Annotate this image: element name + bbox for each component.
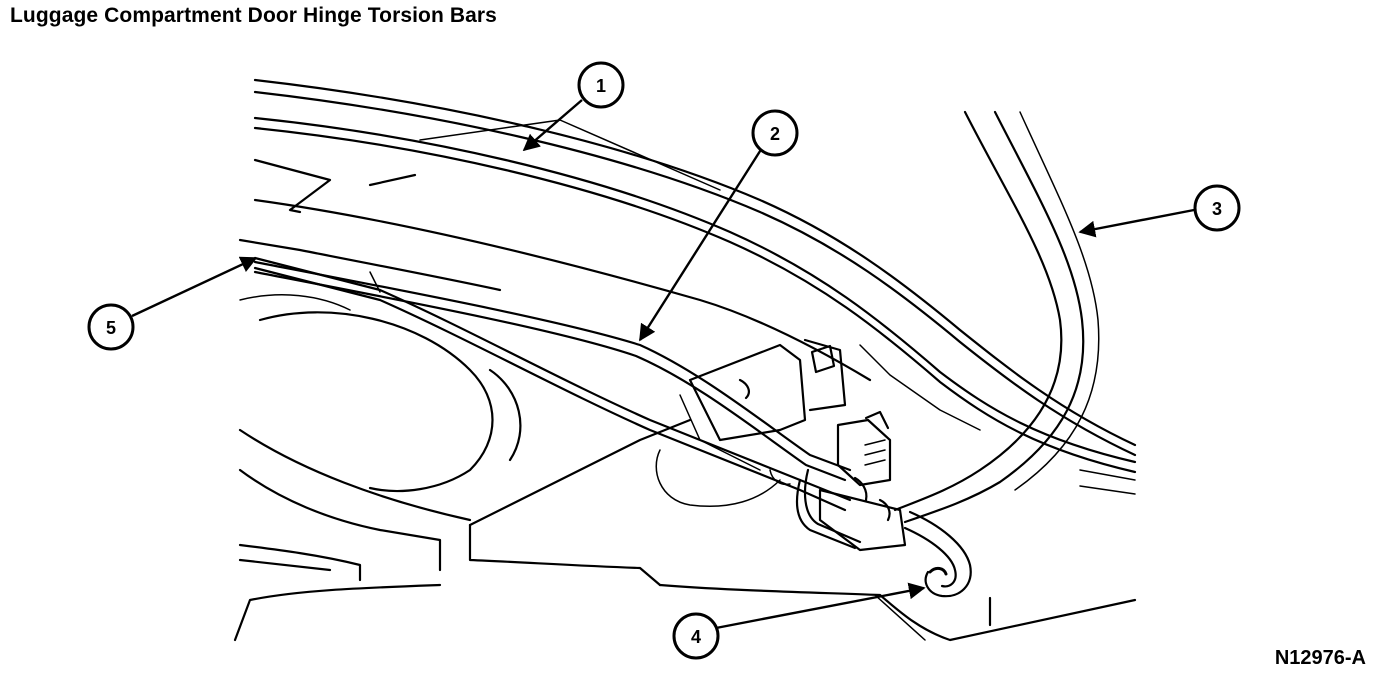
- diagram-title: Luggage Compartment Door Hinge Torsion B…: [10, 4, 497, 27]
- callout-2-label: 2: [770, 124, 780, 144]
- leader-2: [638, 147, 764, 342]
- leader-5: [131, 256, 258, 318]
- callout-1: 1: [577, 61, 625, 109]
- callout-3: 3: [1193, 184, 1241, 232]
- callout-2: 2: [751, 109, 799, 157]
- callout-1-label: 1: [596, 76, 606, 96]
- leader-1: [522, 99, 583, 152]
- callout-5: 5: [87, 303, 135, 351]
- callout-4: 4: [672, 612, 720, 660]
- hinge-assembly: [688, 338, 972, 598]
- figure-id: N12976-A: [1274, 647, 1366, 669]
- leader-4: [715, 582, 926, 630]
- luggage-door-panel: [238, 78, 1137, 495]
- torsion-bars: [253, 256, 862, 550]
- leader-3: [1078, 208, 1195, 238]
- lower-body-structure: [233, 294, 1137, 642]
- callout-3-label: 3: [1212, 199, 1222, 219]
- callout-4-label: 4: [691, 627, 701, 647]
- door-seal: [893, 110, 1100, 524]
- callout-leaders: [131, 99, 1195, 630]
- callout-5-label: 5: [106, 318, 116, 338]
